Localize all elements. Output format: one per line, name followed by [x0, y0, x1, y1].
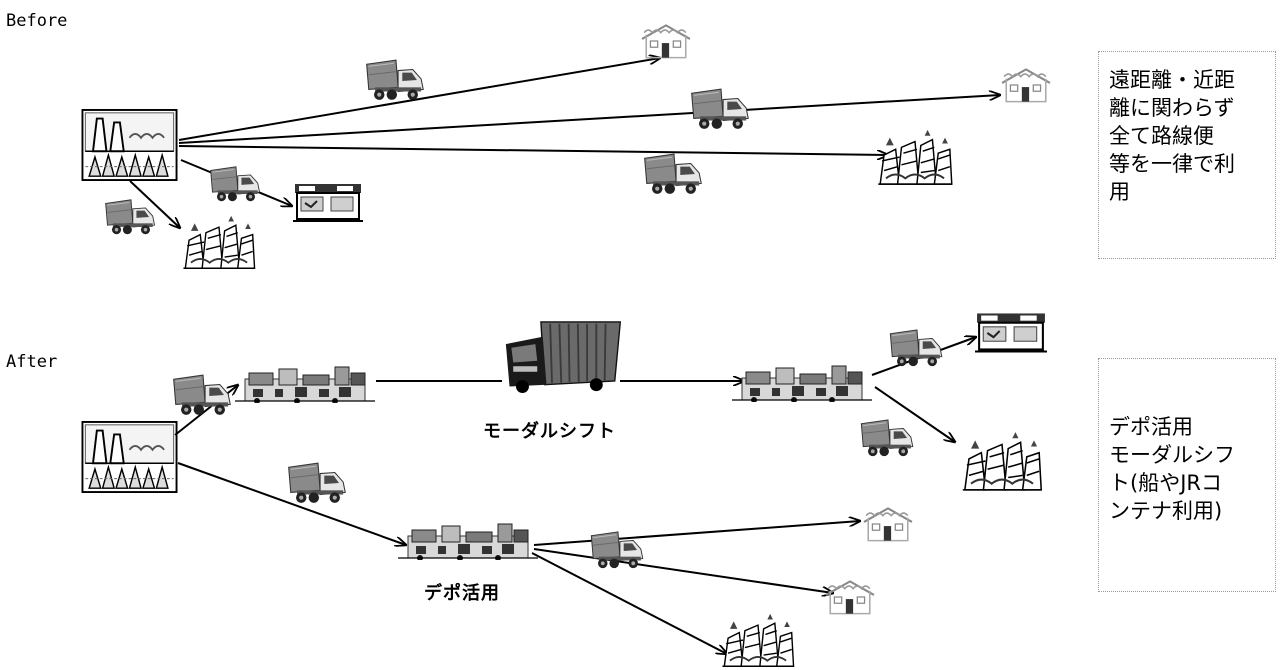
depot-icon — [398, 524, 538, 561]
city-icon — [878, 130, 952, 184]
arrow-to-house-2 — [534, 549, 833, 593]
arrow-to-city-1 — [179, 146, 888, 155]
before-note: 遠距離・近距 離に関わらず 全て路線便 等を一律で利 用 — [1098, 51, 1276, 259]
truck-icon — [367, 60, 424, 100]
depot-icon — [235, 367, 375, 404]
house-icon — [1002, 69, 1050, 101]
after-label: After — [6, 352, 57, 372]
city-icon — [963, 432, 1041, 490]
house-icon — [826, 581, 874, 613]
truck-icon — [289, 463, 346, 503]
house-icon — [864, 508, 912, 540]
store-icon — [293, 184, 363, 221]
city-icon — [183, 216, 254, 268]
truck-icon — [890, 330, 941, 366]
store-icon — [975, 313, 1047, 351]
arrow-to-city-2 — [532, 553, 727, 654]
modal-shift-caption: モーダルシフト — [483, 417, 616, 443]
container-truck-icon — [506, 322, 620, 393]
factory-icon — [82, 422, 176, 492]
after-note: デポ活用 モーダルシフ ト(船やJRコ ンテナ利用) — [1098, 358, 1276, 592]
before-section — [82, 25, 1049, 268]
truck-icon — [861, 420, 912, 456]
arrow-to-house-1 — [179, 58, 660, 140]
house-icon — [642, 25, 690, 57]
before-label: Before — [6, 11, 67, 31]
truck-icon — [106, 200, 155, 234]
truck-icon — [211, 167, 260, 201]
after-section — [82, 313, 1047, 666]
depot-caption: デポ活用 — [424, 579, 500, 605]
arrow-to-house-1 — [534, 521, 860, 545]
truck-icon — [692, 89, 749, 129]
truck-icon — [645, 154, 702, 194]
depot-icon — [732, 366, 872, 403]
factory-icon — [82, 110, 176, 180]
city-icon — [722, 614, 793, 666]
truck-icon — [174, 375, 231, 415]
